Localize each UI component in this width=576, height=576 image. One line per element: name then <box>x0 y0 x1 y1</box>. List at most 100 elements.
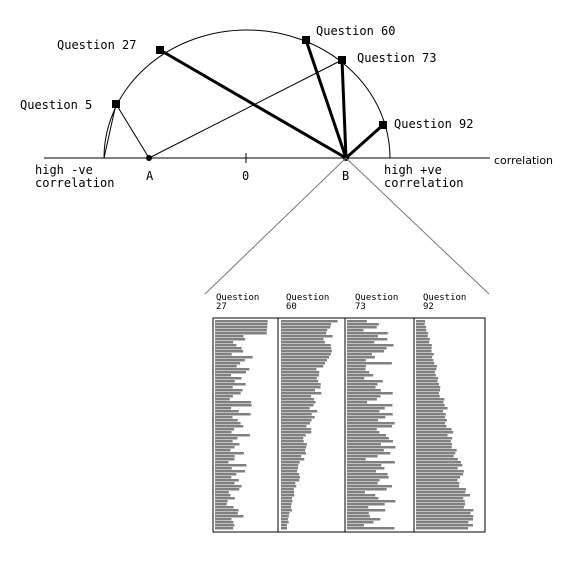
histogram-strip-4 <box>416 428 452 431</box>
histogram-strip-4 <box>416 356 433 359</box>
histogram-strip-2 <box>281 419 312 422</box>
histogram-strip-2 <box>281 455 302 458</box>
histogram-strip-4 <box>416 392 439 395</box>
histogram-strip-2 <box>281 434 306 437</box>
histogram-strip-4 <box>416 374 436 377</box>
zoom-line-right <box>345 157 490 295</box>
histogram-strip-2 <box>281 320 338 323</box>
histogram-strip-4 <box>416 500 465 503</box>
histogram-strip-1 <box>215 362 241 365</box>
histogram-strip-2 <box>281 395 312 398</box>
histogram-strip-2 <box>281 506 292 509</box>
histogram-strip-1 <box>215 449 231 452</box>
line-a-q73 <box>148 59 343 159</box>
histogram-strip-3 <box>347 368 366 371</box>
histogram-strip-3 <box>347 353 372 356</box>
histogram-strip-2 <box>281 401 316 404</box>
histogram-strip-2 <box>281 380 319 383</box>
histogram-strip-1 <box>215 425 244 428</box>
histogram-strip-2 <box>281 374 320 377</box>
histogram-strip-1 <box>215 401 252 404</box>
histogram-strip-3 <box>347 347 387 350</box>
histogram-strip-1 <box>215 452 244 455</box>
histogram-strip-1 <box>215 329 267 332</box>
hist-label-q92-line2: 92 <box>423 302 434 312</box>
histogram-strip-2 <box>281 404 314 407</box>
histogram-strip-1 <box>215 413 251 416</box>
line-b-q73 <box>340 59 348 159</box>
histogram-strip-4 <box>416 488 467 491</box>
histogram-strip-1 <box>215 377 242 380</box>
histogram-strip-4 <box>416 383 440 386</box>
histogram-strip-3 <box>347 479 380 482</box>
line-b-q60 <box>304 39 348 159</box>
histogram-strip-4 <box>416 335 428 338</box>
histogram-strip-3 <box>347 446 396 449</box>
histogram-strip-1 <box>215 341 234 344</box>
histogram-strip-4 <box>416 458 458 461</box>
histogram-strip-3 <box>347 491 365 494</box>
histogram-strip-4 <box>416 341 430 344</box>
histogram-strip-4 <box>416 434 448 437</box>
histogram-strip-4 <box>416 386 441 389</box>
histogram-strip-1 <box>215 416 233 419</box>
histogram-strip-3 <box>347 476 389 479</box>
histogram-strip-3 <box>347 329 364 332</box>
histogram-strip-4 <box>416 455 454 458</box>
hist-label-q73-line1: Question <box>355 293 398 303</box>
label-question-27: Question 27 <box>57 38 136 52</box>
label-high-pos-line2: correlation <box>384 176 463 190</box>
histogram-strip-4 <box>416 359 434 362</box>
histogram-strip-1 <box>215 359 245 362</box>
histogram-frame <box>212 317 486 533</box>
histogram-strip-3 <box>347 350 385 353</box>
histogram-strip-1 <box>215 455 235 458</box>
histogram-strip-4 <box>416 413 446 416</box>
histogram-strip-4 <box>416 398 445 401</box>
histogram-strip-3 <box>347 392 393 395</box>
histogram-strip-3 <box>347 395 381 398</box>
histogram-strip-2 <box>281 341 325 344</box>
label-question-92: Question 92 <box>394 117 473 131</box>
histogram-strip-3 <box>347 365 366 368</box>
histogram-strip-2 <box>281 524 287 527</box>
histogram-strip-4 <box>416 422 446 425</box>
histogram-strip-2 <box>281 368 317 371</box>
histogram-strip-3 <box>347 521 374 524</box>
histogram-strip-1 <box>215 488 240 491</box>
histogram-strip-2 <box>281 503 292 506</box>
histogram-strip-3 <box>347 398 377 401</box>
marker-q60 <box>302 36 310 44</box>
marker-q27 <box>156 46 164 54</box>
hist-label-q27-line2: 27 <box>216 302 227 312</box>
histogram-strip-1 <box>215 353 232 356</box>
histogram-strip-3 <box>347 509 386 512</box>
histogram-strip-1 <box>215 464 247 467</box>
histogram-strip-4 <box>416 389 440 392</box>
histogram-strip-1 <box>215 428 235 431</box>
histogram-strip-3 <box>347 323 379 326</box>
histogram-strip-4 <box>416 470 464 473</box>
histogram-strip-3 <box>347 422 395 425</box>
line-b-q92 <box>345 123 384 160</box>
histogram-strip-4 <box>416 485 460 488</box>
hist-label-q73-line2: 73 <box>355 302 366 312</box>
line-b-q27 <box>159 48 347 160</box>
histogram-strip-3 <box>347 320 367 323</box>
histogram-strip-1 <box>215 419 238 422</box>
histogram-strip-3 <box>347 506 369 509</box>
histogram-strip-2 <box>281 515 289 518</box>
histogram-strip-2 <box>281 527 287 530</box>
histogram-strip-1 <box>215 320 268 323</box>
histogram-strip-2 <box>281 437 304 440</box>
histogram-strip-1 <box>215 479 239 482</box>
histogram-strip-4 <box>416 416 446 419</box>
histogram-strip-2 <box>281 332 327 335</box>
histogram-strip-2 <box>281 488 294 491</box>
histogram-strip-1 <box>215 368 250 371</box>
histogram-strip-4 <box>416 491 466 494</box>
histogram-strip-2 <box>281 425 307 428</box>
histogram-strip-3 <box>347 527 395 530</box>
histogram-strip-1 <box>215 386 233 389</box>
